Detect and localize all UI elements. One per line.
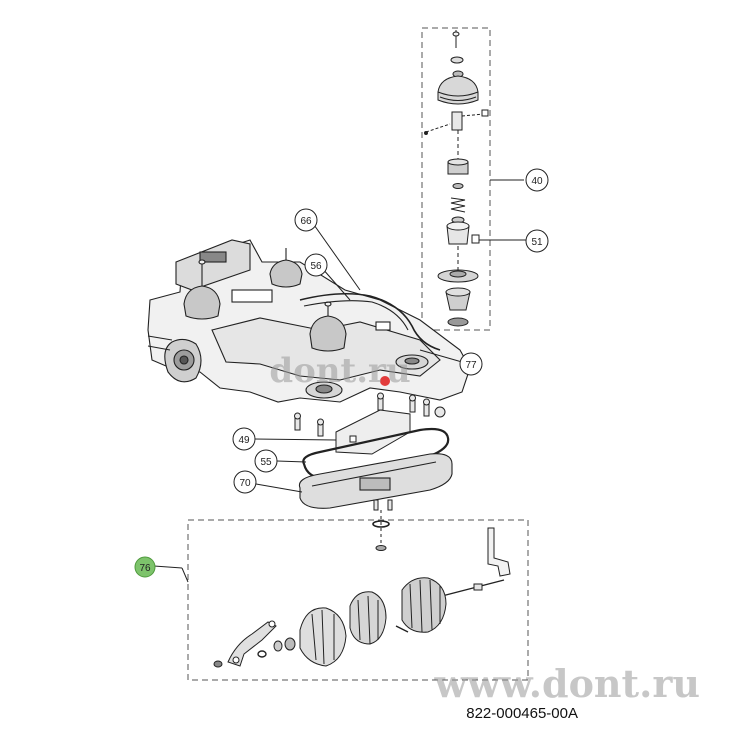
mower-deck [147, 239, 471, 403]
callout-76[interactable]: 76 [134, 556, 156, 578]
plate-49 [335, 409, 411, 455]
tray-screws [372, 499, 393, 551]
watermark-center: dont.ru [269, 351, 410, 391]
tray-70 [298, 453, 453, 509]
svg-text:40: 40 [531, 176, 543, 187]
callout-49[interactable]: 49 [232, 427, 256, 451]
callout-51[interactable]: 51 [525, 229, 549, 253]
screws-group [294, 392, 446, 437]
svg-text:49: 49 [238, 435, 250, 446]
assembly-box-40 [421, 27, 524, 331]
callout-56[interactable]: 56 [304, 253, 328, 277]
callout-40[interactable]: 40 [525, 168, 549, 192]
red-marker [380, 376, 390, 386]
callout-55[interactable]: 55 [254, 449, 278, 473]
svg-text:56: 56 [310, 261, 322, 272]
leader-lines [253, 221, 463, 493]
svg-text:51: 51 [531, 237, 543, 248]
callout-77[interactable]: 77 [459, 352, 483, 376]
callout-66[interactable]: 66 [294, 208, 318, 232]
svg-text:77: 77 [465, 360, 477, 371]
svg-text:76: 76 [139, 563, 151, 574]
callout-70[interactable]: 70 [233, 470, 257, 494]
svg-text:55: 55 [260, 457, 272, 468]
part-code-label: 822-000465-00A [466, 705, 578, 722]
spindle-stack [424, 30, 489, 327]
watermark-bottom: www.dont.ru [433, 661, 700, 706]
svg-text:66: 66 [300, 216, 312, 227]
svg-text:70: 70 [239, 478, 251, 489]
assembly-box-76 [153, 519, 529, 681]
blade-drive-assembly [213, 527, 511, 668]
